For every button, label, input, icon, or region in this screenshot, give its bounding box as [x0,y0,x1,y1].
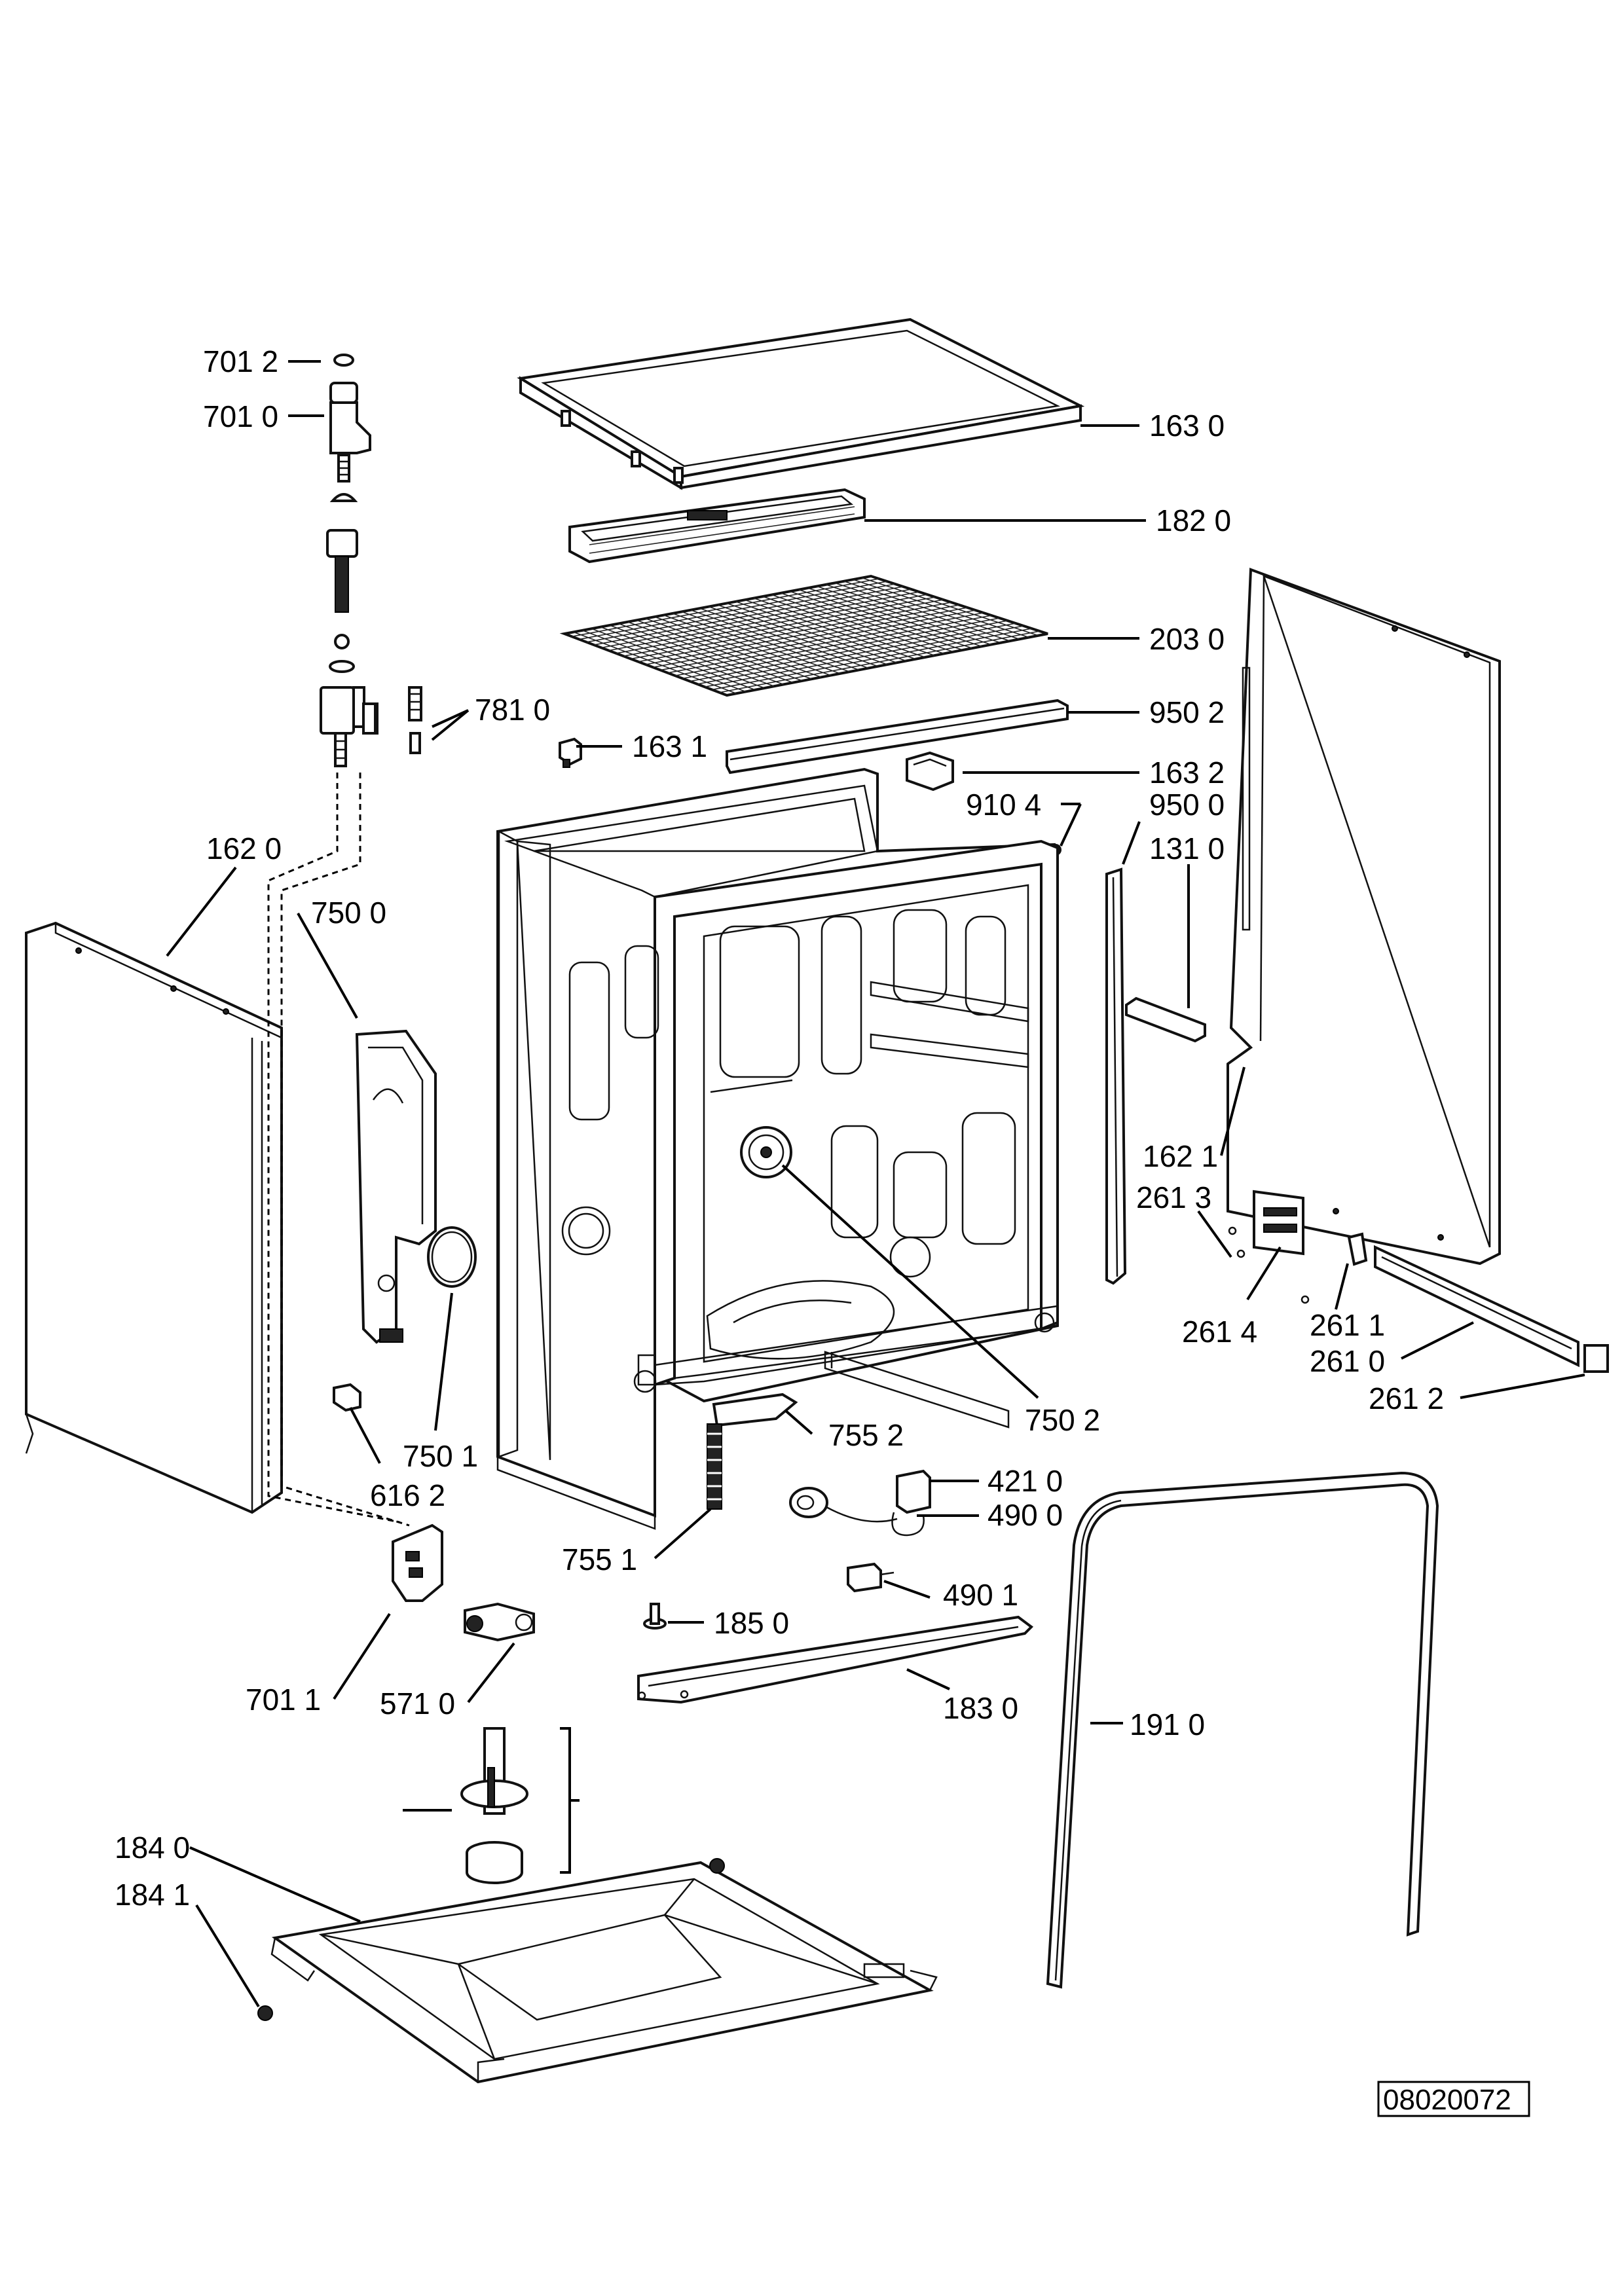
mat-grid-line [645,604,960,665]
label-163-0: 163 0 [1149,409,1225,443]
spring-755-part [707,1423,722,1510]
label-261-2: 261 2 [1369,1381,1444,1415]
mat-grid-line [697,623,1016,685]
label-163-2: 163 2 [1149,756,1225,790]
mat-grid-line [579,581,887,640]
mat-grid-line [719,630,1040,693]
mat-grid-line [660,610,976,671]
door-gasket-part [1046,1471,1439,1989]
label-421-0: 421 0 [987,1464,1063,1498]
label-755-1: 755 1 [562,1542,637,1576]
grid-mat-part [559,574,1048,697]
bracket-131-part [1125,996,1206,1043]
foot-group-bracket [560,1727,580,1874]
insulation-strip-part [568,488,866,564]
bracket-part [906,751,954,792]
label-750-1: 750 1 [403,1439,478,1473]
label-261-3: 261 3 [1136,1180,1211,1214]
label-701-1: 701 1 [246,1683,321,1717]
mat-grid-line [653,607,968,668]
rail-part [726,699,1069,774]
mat-grid-line [667,612,984,674]
label-182-0: 182 0 [1156,503,1231,538]
mat-grid-line [586,583,895,643]
sensor-cable-part [789,1469,931,1537]
o-ring-part [427,1226,477,1288]
label-755-2: 755 2 [828,1418,904,1452]
mat-grid-line [690,620,1008,682]
label-490-0: 490 0 [987,1498,1063,1532]
hinge-assembly-part [1228,1190,1609,1373]
mat-grid-line [705,625,1024,687]
label-261-1: 261 1 [1310,1308,1385,1342]
left-side-panel-part [25,921,283,1514]
label-701-0: 701 0 [203,399,278,433]
mat-grid-line [601,589,912,649]
mat-grid-line [631,599,944,660]
label-261-0: 261 0 [1310,1344,1385,1378]
mat-grid-line [593,586,904,646]
screw-184-b [257,2005,273,2021]
base-tray-part [270,1861,938,2084]
adjustable-foot-part [460,1727,528,1884]
label-131-0: 131 0 [1149,831,1225,866]
label-185-0: 185 0 [714,1606,789,1640]
label-750-2: 750 2 [1025,1403,1100,1437]
mat-grid-line [572,578,879,638]
clip-part [559,737,582,768]
label-191-0: 191 0 [1130,1707,1205,1741]
mat-grid-line [623,596,936,657]
label-162-0: 162 0 [206,831,282,866]
screw-184-a [709,1858,725,1874]
mat-grid-line [608,591,919,651]
mat-grid-line [638,602,951,663]
label-184-0: 184 0 [115,1831,190,1865]
label-490-1: 490 1 [943,1578,1018,1612]
vertical-strip-part [1105,867,1127,1285]
clip-616-part [333,1383,361,1412]
dishwasher-tub-part [496,767,1060,1530]
label-701-2: 701 2 [203,344,278,378]
reference-code: 08020072 [1383,2084,1511,2116]
front-strip-part [637,1615,1034,1704]
mat-grid-line [616,594,928,654]
top-cover-part [517,318,1085,490]
valve-bracket-part [392,1523,443,1602]
label-261-4: 261 4 [1182,1315,1257,1349]
label-781-0: 781 0 [475,693,550,727]
leader-lines [166,360,1585,2008]
spring-part [362,686,422,754]
part-labels: 701 2 701 0 163 0 182 0 203 0 950 2 781 … [115,344,1444,1912]
reference-code-box: 08020072 [1377,2081,1530,2117]
connector-part [847,1562,882,1593]
label-910-4: 910 4 [966,788,1041,822]
label-184-1: 184 1 [115,1878,190,1912]
label-616-2: 616 2 [370,1478,445,1512]
bracket-755-part [712,1393,798,1427]
right-side-panel-part [1227,568,1501,1266]
sump-cover-part [355,1029,437,1344]
label-950-2: 950 2 [1149,695,1225,729]
screw-185-part [643,1603,667,1630]
label-950-0: 950 0 [1149,788,1225,822]
label-203-0: 203 0 [1149,622,1225,656]
label-162-1: 162 1 [1143,1139,1218,1173]
mat-grid-line [674,615,992,676]
label-163-1: 163 1 [632,729,707,763]
label-571-0: 571 0 [380,1686,455,1721]
label-183-0: 183 0 [943,1691,1018,1725]
mat-grid-line [712,628,1032,691]
mat-grid-line [682,617,1000,680]
label-750-0: 750 0 [311,896,386,930]
valve-part [464,1602,535,1642]
